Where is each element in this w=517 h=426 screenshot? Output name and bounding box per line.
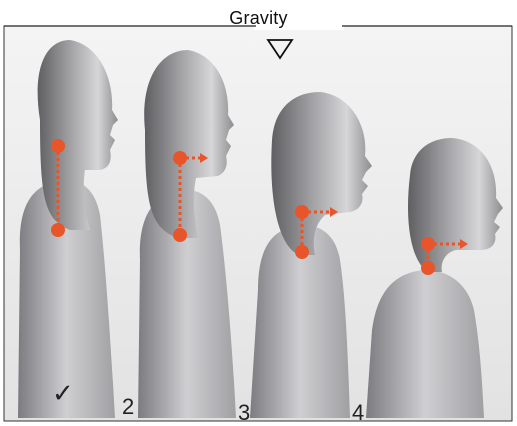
- panel-number-2: 2: [122, 394, 134, 420]
- panel-number-4: 4: [352, 400, 364, 426]
- checkmark-icon: ✓: [52, 378, 74, 409]
- gravity-label: Gravity: [0, 8, 517, 29]
- panel-number-3: 3: [238, 400, 250, 426]
